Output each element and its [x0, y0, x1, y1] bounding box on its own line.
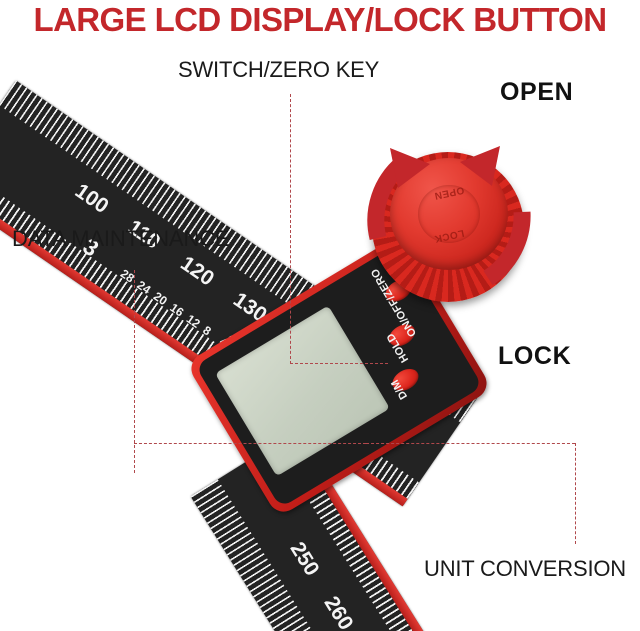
scale-number: 260 [319, 592, 358, 631]
scale-fraction: 8 [200, 323, 214, 339]
scale-number: 100 [70, 179, 113, 219]
page-title: LARGE LCD DISPLAY/LOCK BUTTON [33, 1, 608, 38]
knob-lock-label: LOCK [498, 342, 572, 370]
lock-knob[interactable]: OPEN LOCK [366, 142, 531, 306]
callout-switch-zero-key: SWITCH/ZERO KEY [178, 57, 380, 82]
scale-number: 120 [176, 251, 219, 291]
callout-unit-conversion: UNIT CONVERSION [424, 556, 626, 581]
scale-number: 250 [285, 538, 324, 580]
callout-data-maintenance: DATA MAINTENANCE [12, 226, 230, 251]
rotation-arrows-icon [367, 146, 531, 286]
knob-open-label: OPEN [500, 78, 574, 106]
